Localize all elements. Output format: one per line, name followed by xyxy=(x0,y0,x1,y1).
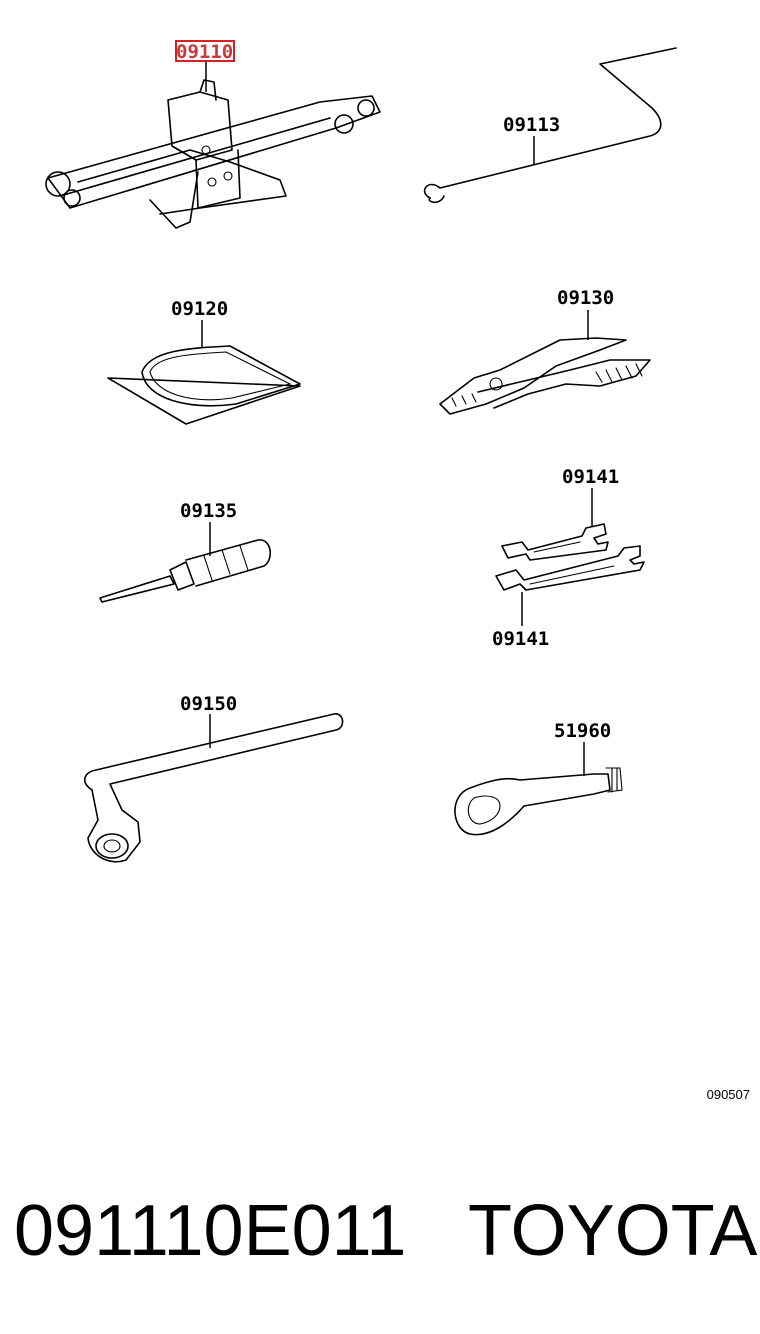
jack-handle-drawing xyxy=(423,47,677,204)
callout-09110[interactable]: 09110 xyxy=(176,41,233,63)
part-number: 091110E011 xyxy=(14,1191,407,1271)
callout-09150[interactable]: 09150 xyxy=(180,693,237,715)
tool-bag-drawing xyxy=(107,345,301,425)
screwdriver-drawing xyxy=(99,539,271,603)
jack-drawing xyxy=(45,79,381,229)
callout-09141-lower[interactable]: 09141 xyxy=(492,628,549,650)
callout-51960[interactable]: 51960 xyxy=(554,720,611,742)
callout-09113[interactable]: 09113 xyxy=(503,114,560,136)
parts-diagram: 09110 09113 09120 09130 09135 09141 xyxy=(45,40,677,863)
callout-09141-upper[interactable]: 09141 xyxy=(562,466,619,488)
callout-highlight xyxy=(175,40,235,62)
callout-09120[interactable]: 09120 xyxy=(171,298,228,320)
drawing-code: 090507 xyxy=(706,1087,750,1102)
callout-09130[interactable]: 09130 xyxy=(557,287,614,309)
callout-09135[interactable]: 09135 xyxy=(180,500,237,522)
lug-wrench-drawing xyxy=(84,713,344,863)
pliers-drawing xyxy=(439,337,651,415)
wrenches-drawing xyxy=(495,523,645,591)
caption: 091110E011 TOYOTA xyxy=(0,1190,760,1280)
towing-eye-drawing xyxy=(454,767,623,836)
brand-name: TOYOTA xyxy=(468,1191,758,1271)
